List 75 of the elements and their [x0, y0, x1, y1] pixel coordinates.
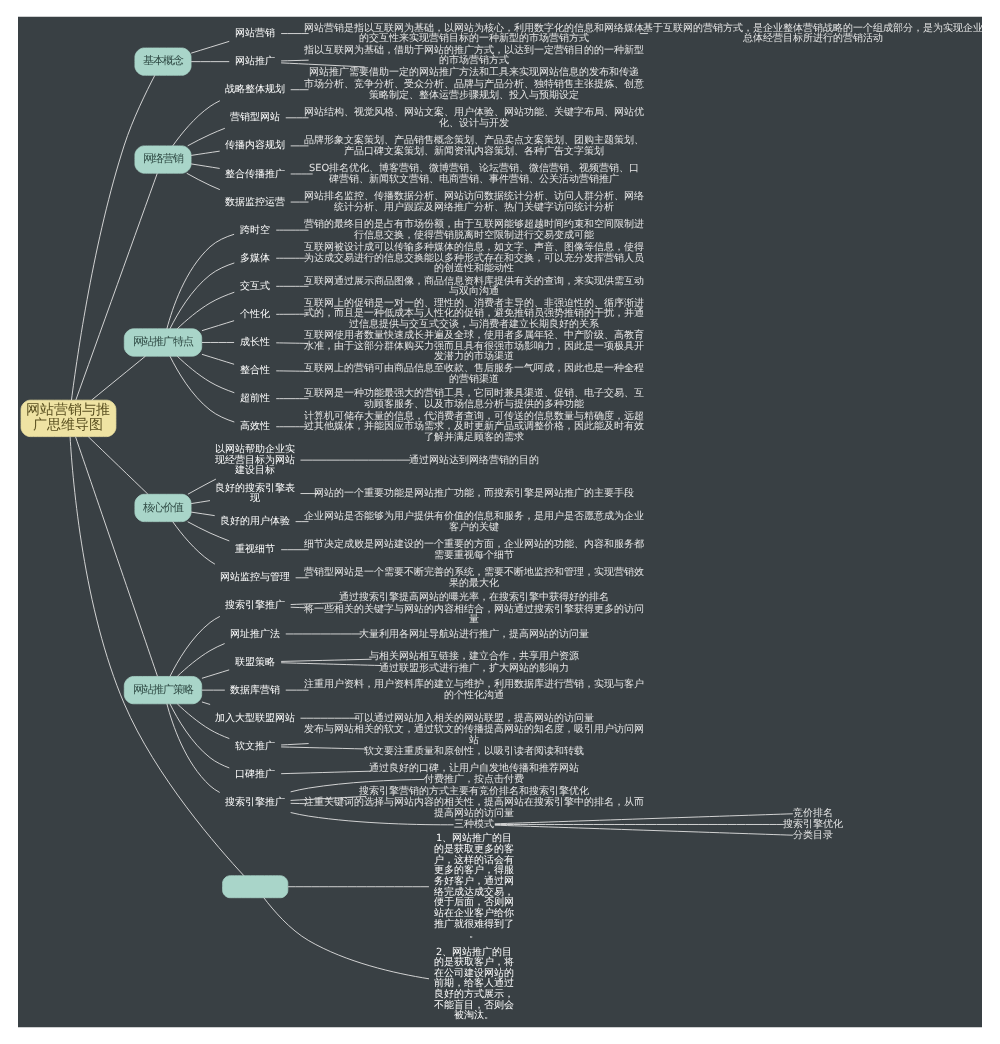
- connector: [290, 606, 309, 609]
- connector: [187, 478, 217, 495]
- connector: [494, 824, 784, 825]
- connector: [166, 233, 235, 330]
- connector: [290, 778, 425, 793]
- connector: [280, 62, 366, 68]
- connector: [285, 633, 363, 635]
- connector: [280, 662, 382, 666]
- connector: [190, 40, 230, 54]
- connector: [275, 229, 309, 231]
- connector: [494, 813, 794, 825]
- connector: [285, 117, 309, 119]
- connector: [280, 549, 310, 551]
- connector: [300, 493, 319, 494]
- connector: [190, 163, 221, 169]
- connector: [290, 602, 343, 605]
- connector: [187, 521, 230, 542]
- connector: [201, 353, 235, 365]
- connector: [275, 313, 309, 315]
- connector: [300, 717, 358, 719]
- connector: [71, 74, 156, 401]
- connector: [176, 703, 230, 740]
- connector: [190, 511, 216, 517]
- connector: [280, 770, 373, 775]
- connector: [290, 173, 314, 175]
- connector: [275, 426, 309, 428]
- connector: [75, 173, 158, 401]
- connector: [176, 291, 235, 330]
- connector: [176, 355, 235, 394]
- connector: [169, 355, 235, 423]
- connector: [295, 577, 309, 579]
- connector: [190, 61, 230, 63]
- connector: [275, 257, 309, 259]
- connector: [275, 342, 309, 344]
- connector: [187, 127, 226, 147]
- connector: [91, 355, 146, 401]
- connector: [172, 100, 221, 147]
- connector: [201, 669, 230, 679]
- connector: [275, 398, 309, 400]
- connector: [201, 689, 226, 691]
- connector: [280, 59, 310, 62]
- connector: [169, 703, 230, 769]
- connector: [69, 436, 245, 877]
- connector: [280, 658, 373, 662]
- connector: [169, 262, 235, 330]
- connector: [295, 521, 309, 523]
- connector: [287, 886, 430, 888]
- connector: [280, 746, 368, 750]
- connector: [639, 33, 649, 34]
- connector: [494, 824, 794, 836]
- connector: [201, 320, 235, 332]
- connector: [285, 689, 309, 691]
- connector: [290, 89, 309, 91]
- connector: [290, 145, 309, 147]
- connector: [290, 201, 309, 203]
- connector: [176, 643, 226, 677]
- connector: [300, 459, 411, 461]
- connector: [169, 615, 221, 677]
- connector: [280, 33, 310, 34]
- connector: [275, 370, 309, 372]
- node-box: [222, 875, 289, 899]
- connector: [290, 812, 454, 826]
- connector: [201, 701, 211, 705]
- connector: [75, 436, 158, 677]
- connector: [280, 743, 310, 746]
- connector: [190, 150, 221, 156]
- connector: [190, 500, 211, 505]
- connector: [263, 897, 430, 980]
- connector: [201, 342, 235, 343]
- connector: [186, 172, 221, 191]
- connector: [172, 521, 216, 565]
- connector: [166, 703, 221, 793]
- connector: [290, 802, 309, 805]
- connector: [275, 285, 309, 287]
- connector: [87, 436, 149, 495]
